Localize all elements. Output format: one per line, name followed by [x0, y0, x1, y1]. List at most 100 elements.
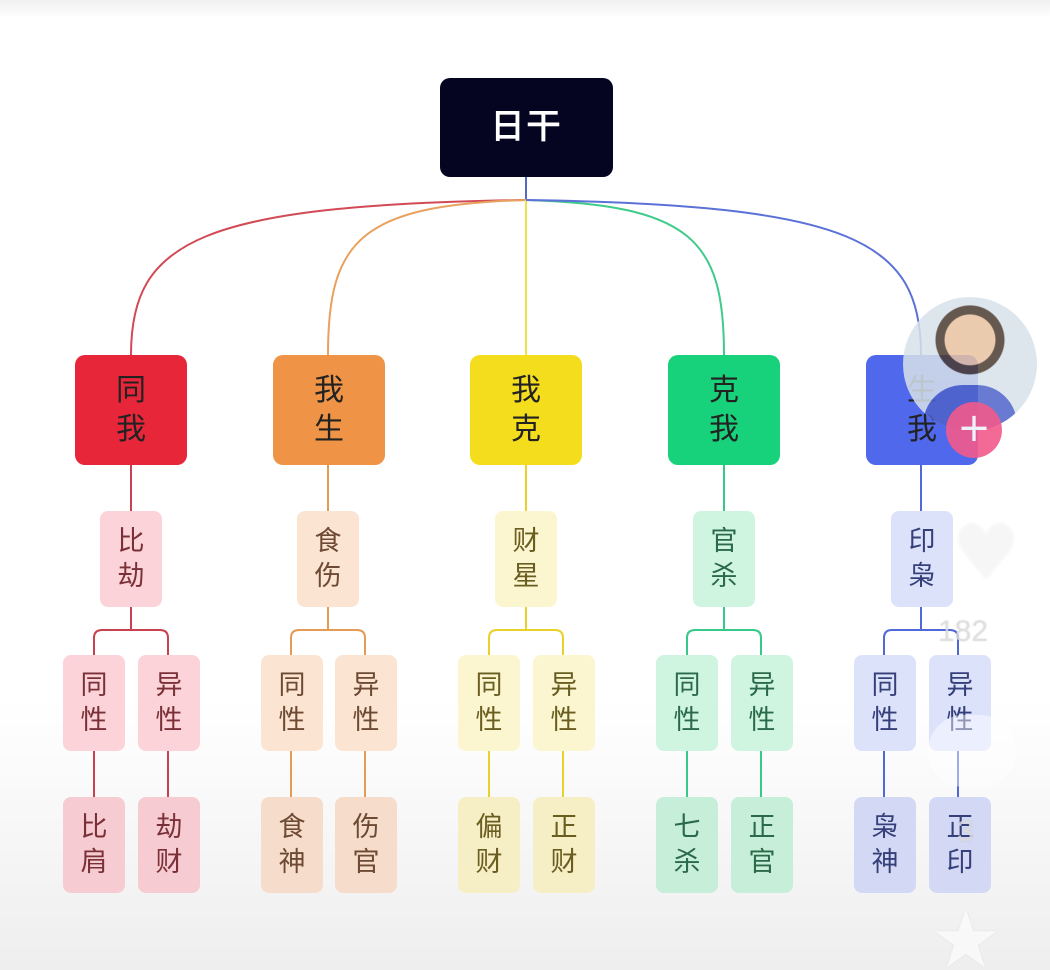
god-node-qisha[interactable]: 七 杀	[656, 797, 718, 893]
gender-char-1: 同	[475, 669, 503, 701]
god-char-1: 偏	[475, 811, 503, 843]
connector-root-group-0	[130, 199, 527, 356]
sub-char-1: 印	[908, 525, 936, 557]
category-node-i-control[interactable]: 我 克	[470, 355, 582, 465]
category-char-2: 生	[314, 412, 344, 447]
god-char-2: 官	[352, 847, 380, 878]
root-label: 日干	[490, 107, 563, 148]
god-node-jiecai[interactable]: 劫 财	[138, 797, 200, 893]
category-char-1: 克	[709, 373, 739, 408]
gender-node-opposite[interactable]: 异 性	[929, 655, 991, 751]
gender-char-2: 性	[748, 705, 776, 736]
sub-node-shishang[interactable]: 食 伤	[297, 511, 359, 607]
god-char-1: 劫	[155, 811, 183, 843]
god-char-2: 财	[475, 847, 503, 878]
sub-char-2: 伤	[314, 561, 342, 592]
sub-char-1: 官	[710, 525, 738, 557]
gender-node-opposite[interactable]: 异 性	[533, 655, 595, 751]
sub-node-bijie[interactable]: 比 劫	[100, 511, 162, 607]
god-char-1: 正	[748, 811, 776, 843]
sub-node-guansha[interactable]: 官 杀	[693, 511, 755, 607]
god-char-1: 七	[673, 811, 701, 843]
god-node-xiaoshen[interactable]: 枭 神	[854, 797, 916, 893]
gender-node-same[interactable]: 同 性	[261, 655, 323, 751]
category-char-1: 同	[116, 373, 146, 408]
god-char-1: 比	[80, 811, 108, 843]
comment-count: 3	[957, 815, 974, 848]
sub-char-2: 杀	[710, 561, 738, 592]
gender-char-1: 同	[80, 669, 108, 701]
category-node-controls-me[interactable]: 克 我	[668, 355, 780, 465]
gender-char-2: 性	[475, 705, 503, 736]
sub-node-caixing[interactable]: 财 星	[495, 511, 557, 607]
gender-node-same[interactable]: 同 性	[854, 655, 916, 751]
gender-char-1: 同	[673, 669, 701, 701]
star-icon[interactable]: ★	[930, 893, 1002, 970]
sub-char-1: 食	[314, 525, 342, 557]
like-count: 182	[938, 615, 989, 648]
god-char-1: 正	[550, 811, 578, 843]
gender-node-same[interactable]: 同 性	[656, 655, 718, 751]
connector-root-group-3	[525, 199, 725, 356]
god-char-1: 枭	[871, 811, 899, 843]
root-node-day-stem[interactable]: 日干	[440, 78, 613, 177]
gender-char-1: 同	[871, 669, 899, 701]
god-char-2: 财	[155, 847, 183, 878]
gender-char-2: 性	[550, 705, 578, 736]
group-connectors	[93, 465, 959, 797]
category-char-2: 我	[116, 412, 146, 447]
god-node-shangguan[interactable]: 伤 官	[335, 797, 397, 893]
connector-split	[93, 629, 169, 655]
connector-split	[488, 629, 564, 655]
connector-root-group-4	[525, 199, 922, 356]
sub-char-2: 星	[512, 561, 540, 592]
god-char-2: 神	[871, 847, 899, 878]
gender-node-opposite[interactable]: 异 性	[731, 655, 793, 751]
follow-button[interactable]: +	[946, 402, 1002, 458]
gender-char-1: 异	[352, 669, 380, 701]
category-node-same-as-me[interactable]: 同 我	[75, 355, 187, 465]
gender-char-1: 异	[155, 669, 183, 701]
plus-icon: +	[957, 405, 991, 451]
sub-char-1: 比	[117, 525, 145, 557]
god-char-1: 食	[278, 811, 306, 843]
category-char-2: 克	[511, 412, 541, 447]
gender-char-1: 异	[748, 669, 776, 701]
connector-split	[686, 629, 762, 655]
god-char-2: 官	[748, 847, 776, 878]
connector-root-group-1	[327, 199, 527, 356]
god-char-2: 肩	[80, 847, 108, 878]
gender-char-2: 性	[80, 705, 108, 736]
category-char-1: 我	[511, 373, 541, 408]
gender-node-opposite[interactable]: 异 性	[335, 655, 397, 751]
gender-char-2: 性	[278, 705, 306, 736]
connector-split	[290, 629, 366, 655]
god-node-zhengyin[interactable]: 正 印	[929, 797, 991, 893]
category-char-1: 我	[314, 373, 344, 408]
category-node-i-generate[interactable]: 我 生	[273, 355, 385, 465]
god-node-bijian[interactable]: 比 肩	[63, 797, 125, 893]
gender-char-1: 异	[550, 669, 578, 701]
gender-char-1: 同	[278, 669, 306, 701]
god-char-2: 杀	[673, 847, 701, 878]
gender-char-2: 性	[946, 705, 974, 736]
gender-node-opposite[interactable]: 异 性	[138, 655, 200, 751]
gender-node-same[interactable]: 同 性	[458, 655, 520, 751]
category-char-2: 我	[709, 412, 739, 447]
god-node-zhengcai[interactable]: 正 财	[533, 797, 595, 893]
god-char-1: 伤	[352, 811, 380, 843]
gender-char-1: 异	[946, 669, 974, 701]
heart-icon[interactable]: ♥	[952, 508, 1021, 597]
gender-char-2: 性	[155, 705, 183, 736]
sub-char-2: 枭	[908, 561, 936, 592]
comment-icon[interactable]	[928, 715, 1016, 787]
god-node-shishen[interactable]: 食 神	[261, 797, 323, 893]
god-char-2: 印	[946, 847, 974, 878]
sub-node-yinxiao[interactable]: 印 枭	[891, 511, 953, 607]
gender-node-same[interactable]: 同 性	[63, 655, 125, 751]
god-node-piancai[interactable]: 偏 财	[458, 797, 520, 893]
gender-char-2: 性	[352, 705, 380, 736]
god-char-2: 财	[550, 847, 578, 878]
god-node-zhengguan[interactable]: 正 官	[731, 797, 793, 893]
